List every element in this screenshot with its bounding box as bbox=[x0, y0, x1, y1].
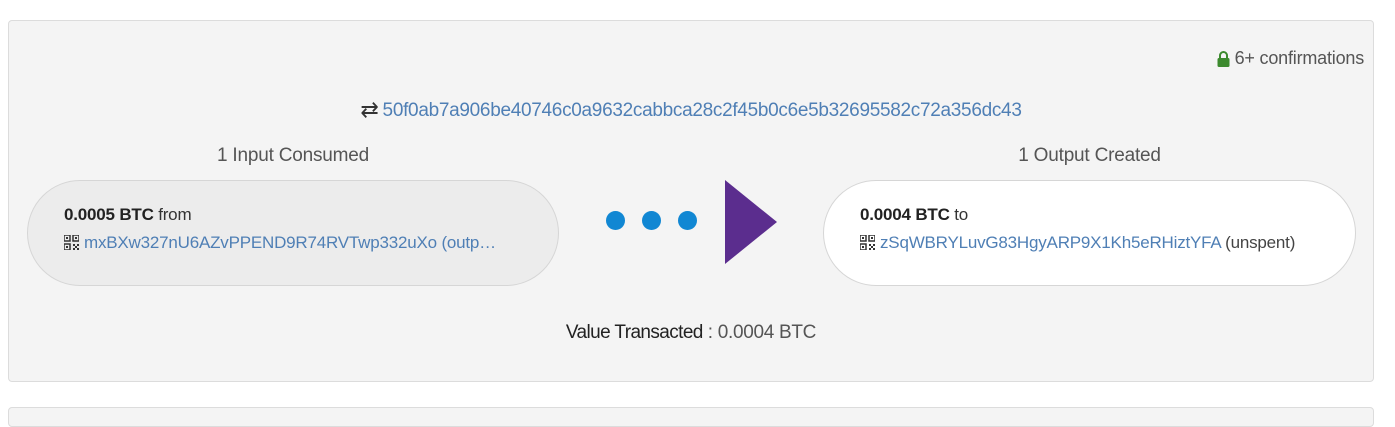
input-output-link[interactable]: (outp… bbox=[441, 233, 496, 252]
input-address-link[interactable]: mxBXw327nU6AZvPPEND9R74RVTwp332uXo bbox=[84, 233, 437, 252]
output-address-link[interactable]: zSqWBRYLuvG83HgyARP9X1Kh5eRHiztYFA bbox=[880, 233, 1221, 252]
confirmations-text: 6+ confirmations bbox=[1234, 48, 1365, 68]
swap-arrows-icon: ⇄ bbox=[360, 97, 379, 122]
output-direction: to bbox=[954, 205, 968, 224]
dot bbox=[606, 211, 625, 230]
lock-icon bbox=[1217, 50, 1230, 67]
value-transacted: Value Transacted : 0.0004 BTC bbox=[9, 322, 1373, 344]
dot bbox=[642, 211, 661, 230]
txid-row: ⇄50f0ab7a906be40746c0a9632cabbca28c2f45b… bbox=[9, 97, 1373, 123]
inputs-heading: 1 Input Consumed bbox=[216, 145, 370, 166]
output-amount: 0.0004 BTC bbox=[860, 205, 950, 224]
dot bbox=[678, 211, 697, 230]
qr-code-icon[interactable] bbox=[64, 235, 79, 250]
confirmations-status: 6+ confirmations bbox=[1217, 48, 1364, 69]
output-item: 0.0004 BTC to zSqWBRYLuvG83HgyARP9X1Kh5e… bbox=[823, 180, 1356, 286]
input-amount: 0.0005 BTC bbox=[64, 205, 154, 224]
value-separator: : bbox=[702, 322, 718, 343]
transaction-card: 6+ confirmations ⇄50f0ab7a906be40746c0a9… bbox=[8, 20, 1374, 382]
input-item: 0.0005 BTC from mxBXw327nU6AZvPPEND9R74R… bbox=[27, 180, 559, 286]
transfer-dots bbox=[606, 211, 697, 230]
txid-link[interactable]: 50f0ab7a906be40746c0a9632cabbca28c2f45b0… bbox=[382, 100, 1022, 121]
arrow-right-icon bbox=[725, 180, 777, 264]
outputs-heading: 1 Output Created bbox=[1018, 145, 1161, 166]
value-transacted-label: Value Transacted bbox=[565, 322, 703, 343]
next-transaction-card bbox=[8, 407, 1374, 427]
input-direction: from bbox=[158, 205, 192, 224]
output-status: (unspent) bbox=[1225, 233, 1296, 252]
qr-code-icon[interactable] bbox=[860, 235, 875, 250]
value-transacted-amount: 0.0004 BTC bbox=[717, 322, 817, 343]
